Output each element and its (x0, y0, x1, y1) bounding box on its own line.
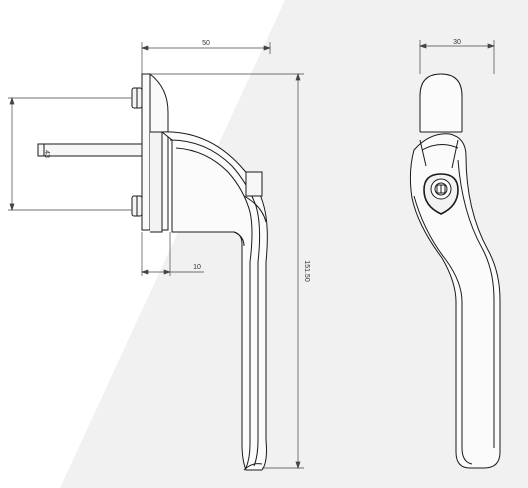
handle-body-front (409, 133, 501, 469)
dim-side-width: 50 (202, 40, 210, 47)
background-light-panel (0, 0, 285, 488)
front-backplate (419, 73, 463, 133)
spindle (37, 143, 143, 157)
backplate (131, 73, 169, 233)
side-view (37, 73, 268, 471)
handle-body-side (160, 131, 268, 471)
dim-spindle-spacing: 43 (43, 150, 50, 158)
dim-front-width: 30 (453, 39, 461, 46)
dim-base-offset: 10 (193, 264, 201, 271)
front-view (409, 73, 501, 469)
side-dimensions (8, 42, 304, 470)
front-dimensions (418, 40, 496, 74)
key-lock (423, 173, 459, 215)
dim-overall-height: 151.50 (303, 260, 310, 282)
